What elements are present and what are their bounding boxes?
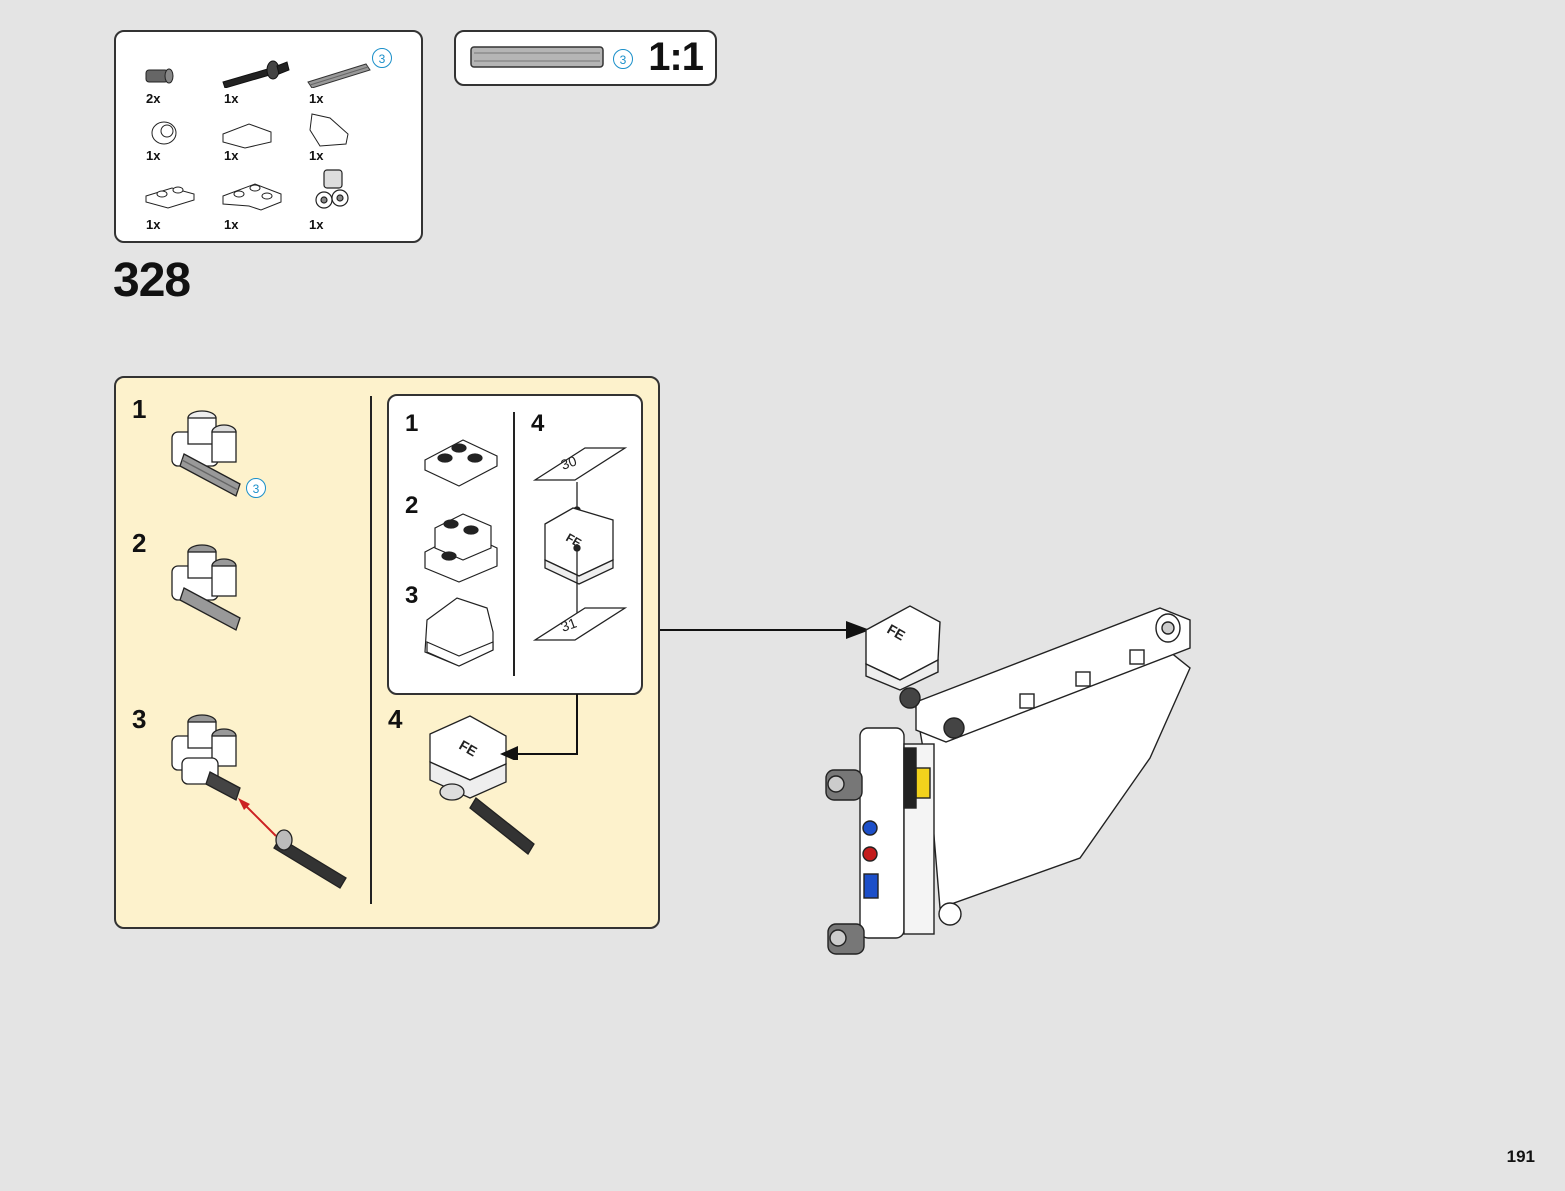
length-badge: 3 <box>613 49 633 69</box>
part-qty: 1x <box>309 217 324 232</box>
sub-step-number: 4 <box>388 704 403 734</box>
inset-step-number: 4 <box>531 410 545 437</box>
axle-scale-icon <box>470 46 604 68</box>
part-qty: 2x <box>146 91 161 106</box>
sub-assembly-inset-box: 1 2 3 4 <box>387 394 643 695</box>
cross-block-icon <box>310 166 390 226</box>
plate-corner-illustration <box>424 439 498 487</box>
part-qty: 1x <box>309 91 324 106</box>
divider <box>370 396 372 904</box>
length-badge: 3 <box>246 478 266 498</box>
inset-step-number: 3 <box>405 582 419 609</box>
wedge-slope-icon <box>306 112 386 172</box>
sticker-label: 31 <box>559 614 579 634</box>
part-qty: 1x <box>224 91 239 106</box>
part-qty: 1x <box>224 148 239 163</box>
round-brick-icon <box>146 118 226 178</box>
plate-1x2-icon <box>144 182 224 242</box>
axle-grey-icon <box>306 58 386 118</box>
plate-stack-illustration <box>424 513 498 583</box>
inset-step-number: 2 <box>405 492 419 519</box>
block-with-axle-illustration <box>171 410 241 497</box>
length-badge: 3 <box>372 48 392 68</box>
main-model-illustration: FE <box>825 605 1191 955</box>
bush-icon <box>142 64 222 124</box>
axle-pin-black-icon <box>221 58 301 118</box>
inset-step-number: 1 <box>405 410 419 437</box>
part-qty: 1x <box>224 217 239 232</box>
callout-arrow <box>500 694 578 760</box>
step-number: 328 <box>113 254 191 307</box>
block-with-axle-bush-illustration <box>171 544 241 631</box>
plate-2x2-corner-icon <box>221 178 301 238</box>
part-qty: 1x <box>309 148 324 163</box>
sub-step-number: 2 <box>132 528 147 558</box>
sticker-application-illustration: 30 31 FE <box>533 447 628 641</box>
callout-arrow <box>660 621 870 639</box>
curved-slope-icon <box>221 120 301 180</box>
block-with-pin-insert-illustration <box>171 714 347 889</box>
sub-step-number: 3 <box>132 704 147 734</box>
scale-ruler-box: 3 1:1 <box>454 30 717 86</box>
svg-text:FE: FE <box>457 737 480 760</box>
sticker-label: 30 <box>559 452 579 472</box>
part-qty: 1x <box>146 217 161 232</box>
parts-list-box: 2x 1x 3 1x 1x 1x 1x 1x 1x 1x <box>114 30 423 243</box>
wedge-stack-illustration <box>424 597 494 667</box>
divider <box>513 412 515 676</box>
svg-text:FE: FE <box>885 621 908 644</box>
assembled-wedge-block-illustration: FE <box>429 715 535 855</box>
sub-step-number: 1 <box>132 394 147 424</box>
scale-label: 1:1 <box>648 35 704 79</box>
page-number: 191 <box>1506 1147 1535 1166</box>
svg-text:FE: FE <box>564 530 584 550</box>
part-qty: 1x <box>146 148 161 163</box>
